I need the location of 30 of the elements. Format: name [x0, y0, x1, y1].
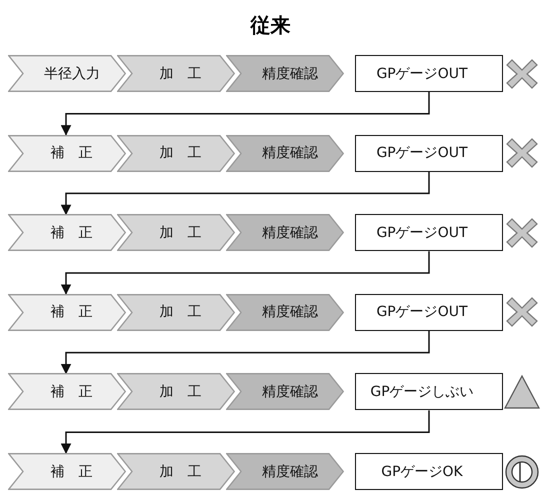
process-step: 精度確認	[226, 294, 344, 331]
result-box: GPゲージOUT	[355, 134, 503, 172]
process-step: 加 工	[117, 134, 235, 172]
arrow	[60, 330, 430, 374]
result-box: GPゲージしぶい	[355, 373, 503, 410]
arrow	[60, 92, 430, 136]
process-step: 半径入力	[8, 55, 126, 92]
process-step: 精度確認	[226, 55, 344, 92]
process-step: 精度確認	[226, 373, 344, 410]
process-step: 加 工	[117, 214, 235, 252]
process-step: 加 工	[117, 373, 235, 410]
process-step: 精度確認	[226, 214, 344, 252]
process-step: 補 正	[8, 294, 126, 331]
result-box: GPゲージOK	[355, 453, 503, 490]
process-step: 加 工	[117, 453, 235, 490]
title: 従来	[249, 12, 292, 39]
process-step: 補 正	[8, 373, 126, 410]
result-box: GPゲージOUT	[355, 294, 503, 331]
arrow	[60, 172, 430, 216]
process-step: 加 工	[117, 294, 235, 331]
process-step: 補 正	[8, 453, 126, 490]
arrow	[60, 410, 430, 454]
process-step: 補 正	[8, 214, 126, 252]
process-step: 精度確認	[226, 134, 344, 172]
result-box: GPゲージOUT	[355, 55, 503, 92]
result-box: GPゲージOUT	[355, 214, 503, 252]
arrow	[60, 251, 430, 295]
process-step: 加 工	[117, 55, 235, 92]
process-step: 精度確認	[226, 453, 344, 490]
process-step: 補 正	[8, 134, 126, 172]
